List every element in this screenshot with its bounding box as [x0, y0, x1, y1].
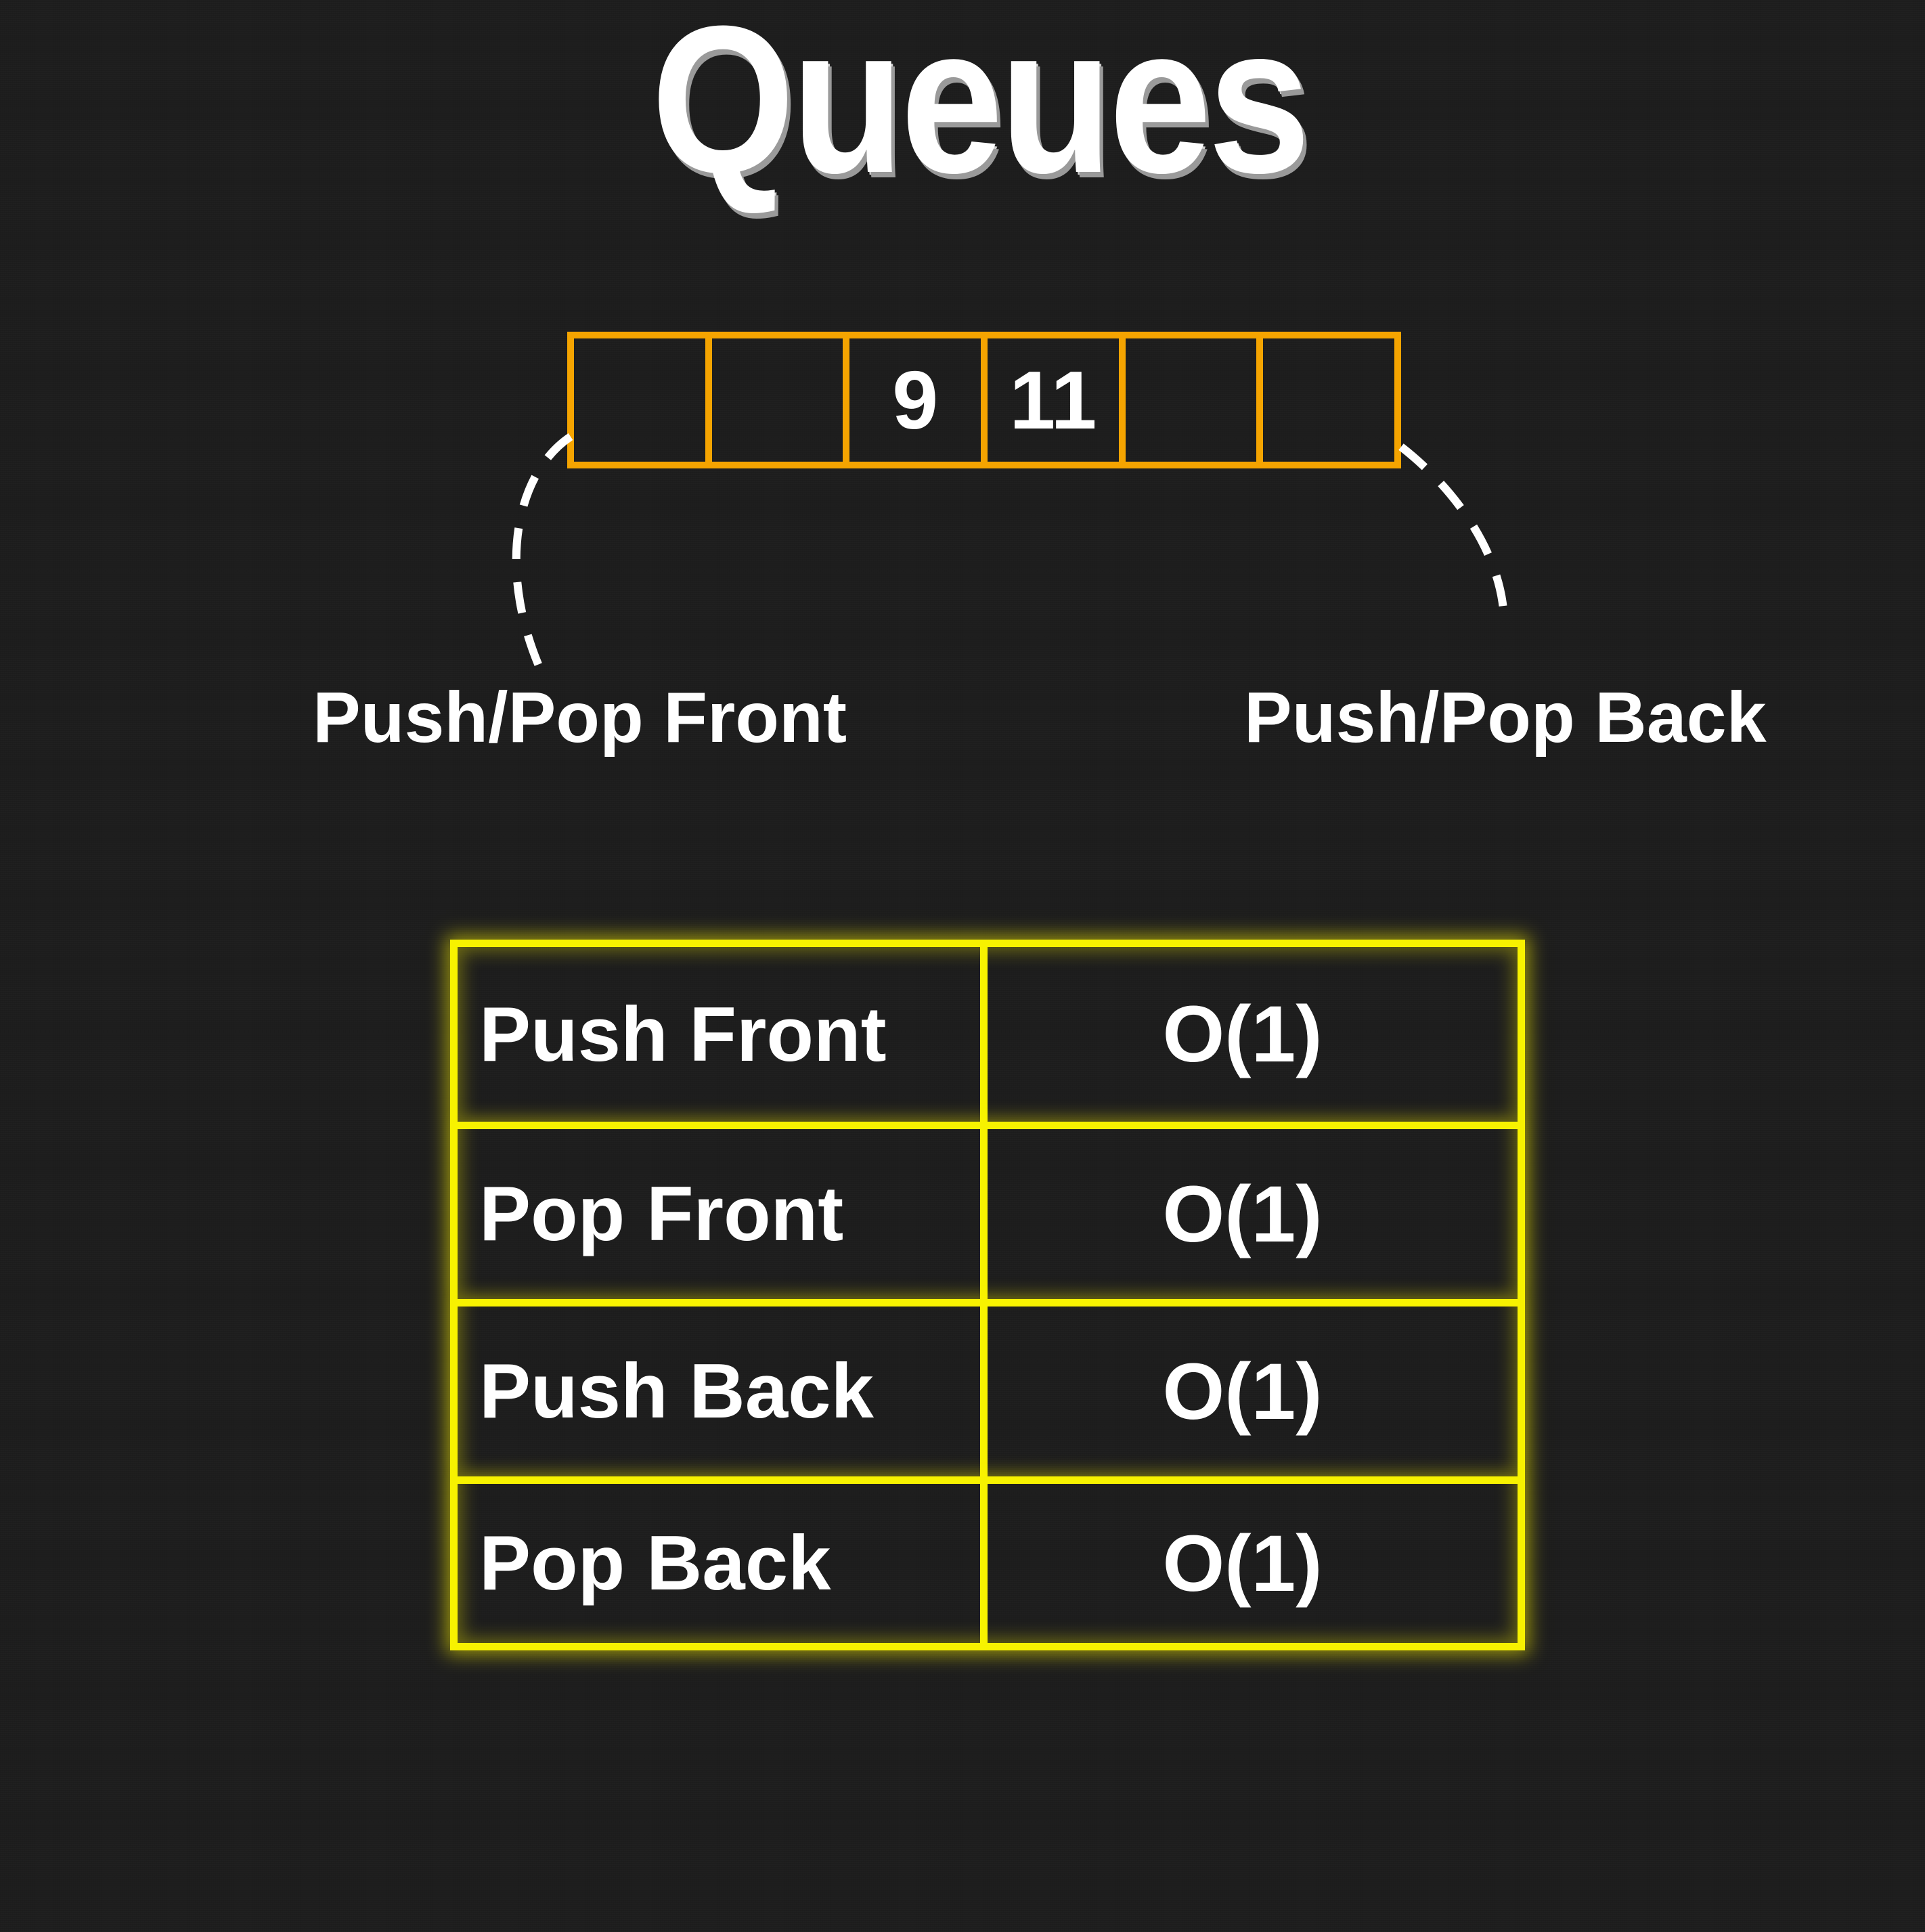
operation-cell: Pop Back	[458, 1484, 988, 1643]
back-dashed-arc	[1398, 443, 1508, 623]
complexity-cell: O(1)	[1162, 990, 1323, 1079]
queue-array: 9 11	[567, 332, 1401, 468]
operation-cell: Push Back	[458, 1307, 988, 1476]
queue-cell	[712, 338, 850, 462]
complexity-cell: O(1)	[1162, 1169, 1323, 1259]
queue-cell: 9	[849, 338, 988, 462]
table-row: Push Back O(1)	[458, 1299, 1518, 1476]
operation-cell: Pop Front	[458, 1129, 988, 1299]
queue-cell	[574, 338, 712, 462]
push-pop-back-label: Push/Pop Back	[1244, 678, 1767, 758]
complexity-cell: O(1)	[1162, 1518, 1323, 1608]
operation-cell: Push Front	[458, 947, 988, 1122]
queue-cell	[1263, 338, 1394, 462]
front-dashed-arc	[512, 433, 573, 686]
queue-cell	[1126, 338, 1264, 462]
page-title: Queues	[651, 0, 1310, 217]
push-pop-front-label: Push/Pop Front	[313, 678, 847, 758]
table-row: Push Front O(1)	[458, 947, 1518, 1122]
table-row: Pop Front O(1)	[458, 1122, 1518, 1299]
table-row: Pop Back O(1)	[458, 1476, 1518, 1643]
complexity-table: Push Front O(1) Pop Front O(1) Push Back…	[450, 940, 1525, 1650]
complexity-cell: O(1)	[1162, 1346, 1323, 1436]
queue-cell: 11	[988, 338, 1126, 462]
